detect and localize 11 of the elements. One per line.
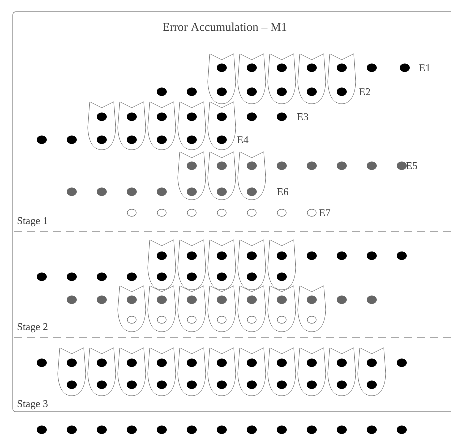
- stage-label: Stage 2: [18, 323, 48, 333]
- row-label: E6: [278, 188, 289, 196]
- title: Error Accumulation – M1: [163, 22, 287, 32]
- row-label: E1: [420, 64, 430, 72]
- row-label: E3: [298, 113, 308, 121]
- row-label: E7: [320, 210, 331, 216]
- row-label: E5: [406, 162, 418, 170]
- row-label: E4: [238, 136, 249, 144]
- stage-label: Stage 1: [18, 217, 48, 227]
- row-label: E2: [360, 88, 370, 96]
- stage-label: Stage 3: [18, 400, 48, 410]
